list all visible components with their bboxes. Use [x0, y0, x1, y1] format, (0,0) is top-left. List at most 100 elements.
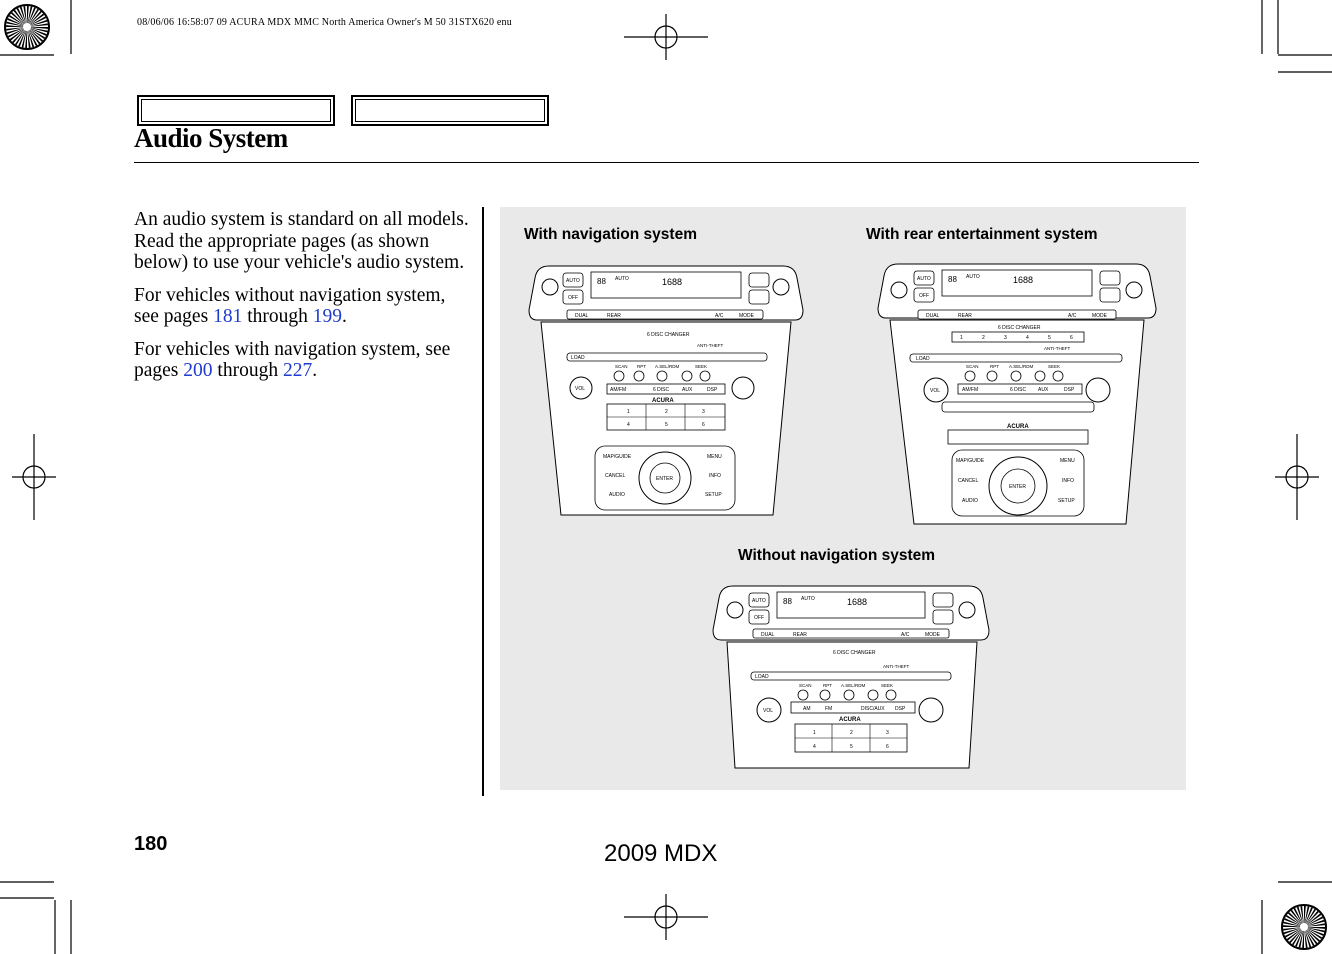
- svg-text:LOAD: LOAD: [571, 355, 585, 361]
- tune-knob[interactable]: [918, 697, 944, 723]
- svg-text:ACURA: ACURA: [1007, 424, 1029, 430]
- svg-text:88: 88: [783, 597, 792, 606]
- svg-text:LOAD: LOAD: [755, 674, 769, 680]
- fan-up-button[interactable]: [748, 272, 770, 288]
- svg-text:A.SEL/RDM: A.SEL/RDM: [1009, 364, 1034, 369]
- fan-up-button[interactable]: [1099, 270, 1121, 286]
- vol-knob[interactable]: [756, 697, 782, 723]
- svg-text:6 DISC: 6 DISC: [1010, 387, 1027, 393]
- auto-button[interactable]: [562, 272, 584, 288]
- svg-text:A/C: A/C: [715, 313, 724, 319]
- starburst-ray: [18, 27, 27, 47]
- starburst-ray: [1283, 921, 1304, 927]
- starburst-ray: [27, 8, 40, 27]
- svg-text:6 DISC: 6 DISC: [653, 387, 670, 393]
- fan-down-button[interactable]: [932, 609, 954, 625]
- auto-button[interactable]: [913, 270, 935, 286]
- svg-text:ENTER: ENTER: [656, 476, 673, 482]
- console-rear-ent-illustration: 88 AUTO 1688 AUTO OFF DUAL REAR A/C MODE…: [877, 263, 1157, 525]
- svg-text:CANCEL: CANCEL: [605, 473, 626, 479]
- auto-indicator: AUTO: [615, 276, 629, 282]
- vol-knob[interactable]: [923, 377, 949, 403]
- starburst-ray: [1283, 927, 1304, 935]
- console-no-nav-illustration: 88 AUTO 1688 AUTO OFF DUAL REAR A/C MODE…: [712, 585, 990, 769]
- svg-text:2: 2: [850, 730, 853, 736]
- starburst-ray: [23, 6, 27, 28]
- svg-text:SCAN: SCAN: [966, 364, 979, 369]
- paragraph: For vehicles without navigation system, …: [134, 284, 446, 328]
- starburst-ray: [1304, 916, 1324, 927]
- off-button[interactable]: [748, 609, 770, 625]
- starburst-ray: [1300, 906, 1304, 927]
- svg-text:AUX: AUX: [682, 387, 693, 393]
- off-button[interactable]: [913, 287, 935, 303]
- starburst-ray: [27, 27, 41, 45]
- starburst-ray: [1284, 918, 1304, 927]
- starburst-ray: [10, 12, 27, 27]
- page-link[interactable]: 200: [183, 360, 213, 381]
- svg-text:AUDIO: AUDIO: [962, 498, 978, 504]
- disc-slot[interactable]: [750, 671, 952, 681]
- starburst-center: [1300, 923, 1308, 931]
- console-nav-illustration: 88 AUTO 1688 AUTO OFF DUAL REAR A/C MODE…: [528, 265, 804, 516]
- svg-text:A.SEL/RDM: A.SEL/RDM: [841, 683, 866, 688]
- svg-text:3: 3: [1004, 335, 1007, 341]
- starburst-ray: [1304, 908, 1317, 927]
- nav-tab-box[interactable]: [351, 95, 549, 126]
- starburst-ray: [1304, 906, 1306, 927]
- svg-text:FM: FM: [825, 706, 832, 712]
- svg-text:SEEK: SEEK: [881, 683, 893, 688]
- starburst-ray: [1304, 927, 1325, 933]
- svg-text:1: 1: [813, 730, 816, 736]
- preset-buttons[interactable]: [951, 331, 1085, 343]
- fan-up-button[interactable]: [932, 592, 954, 608]
- page-link[interactable]: 227: [282, 360, 313, 381]
- tune-knob[interactable]: [731, 376, 755, 400]
- svg-text:6 DISC CHANGER: 6 DISC CHANGER: [647, 332, 690, 338]
- starburst-ray: [6, 25, 27, 27]
- starburst-ray: [6, 27, 28, 35]
- disc-slot[interactable]: [909, 353, 1123, 363]
- off-button[interactable]: [562, 289, 584, 305]
- fan-down-button[interactable]: [1099, 287, 1121, 303]
- svg-text:ENTER: ENTER: [1009, 484, 1026, 490]
- dvd-slot[interactable]: [941, 401, 1095, 413]
- svg-text:6: 6: [886, 744, 889, 750]
- display-temp: 1688: [662, 277, 682, 287]
- registration-starburst: [1281, 904, 1327, 950]
- auto-button[interactable]: [748, 592, 770, 608]
- vol-knob[interactable]: [569, 376, 593, 400]
- starburst-ray: [27, 23, 48, 27]
- page-link[interactable]: 181: [213, 306, 243, 327]
- nav-tab-box[interactable]: [137, 95, 335, 126]
- svg-text:SETUP: SETUP: [705, 492, 722, 498]
- svg-text:OFF: OFF: [568, 295, 578, 301]
- svg-text:VOL: VOL: [575, 386, 585, 392]
- svg-text:REAR: REAR: [958, 313, 972, 319]
- svg-text:MODE: MODE: [1092, 313, 1108, 319]
- registration-starburst: [4, 4, 50, 50]
- starburst-ray: [27, 27, 48, 33]
- svg-text:DUAL: DUAL: [761, 632, 775, 638]
- starburst-ray: [8, 14, 27, 27]
- body-text: An audio system is standard on all model…: [134, 209, 469, 393]
- svg-text:MODE: MODE: [739, 313, 755, 319]
- starburst-ray: [27, 13, 45, 27]
- starburst-ray: [1285, 914, 1304, 927]
- starburst-ray: [7, 27, 27, 38]
- starburst-ray: [19, 6, 27, 28]
- svg-text:ANTI-THEFT: ANTI-THEFT: [697, 343, 723, 348]
- starburst-ray: [27, 7, 36, 28]
- svg-text:6 DISC CHANGER: 6 DISC CHANGER: [998, 325, 1041, 331]
- starburst-ray: [1304, 913, 1322, 927]
- page-title: Audio System: [134, 123, 288, 153]
- page-link[interactable]: 199: [312, 306, 342, 327]
- svg-text:A/C: A/C: [1068, 313, 1077, 319]
- svg-text:A/C: A/C: [901, 632, 910, 638]
- svg-text:1: 1: [960, 335, 963, 341]
- svg-text:LOAD: LOAD: [916, 356, 930, 362]
- disc-slot[interactable]: [566, 352, 768, 362]
- svg-text:2: 2: [665, 409, 668, 415]
- tune-knob[interactable]: [1085, 377, 1111, 403]
- fan-down-button[interactable]: [748, 289, 770, 305]
